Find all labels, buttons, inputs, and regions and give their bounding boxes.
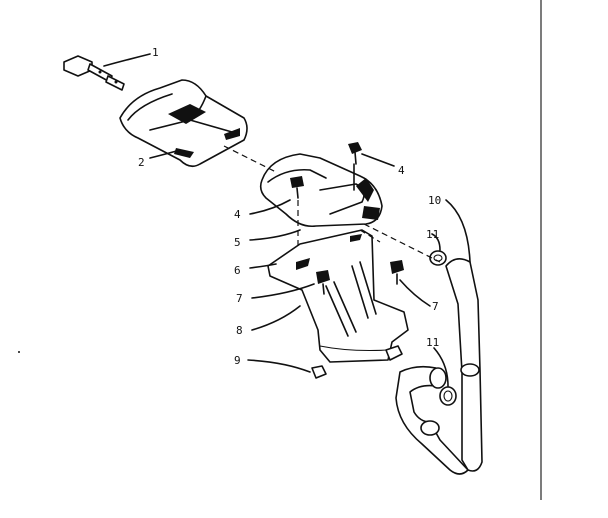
part-9-nut: [311, 365, 327, 379]
leader-lines: [103, 53, 471, 387]
label-part-6: 6: [234, 264, 241, 277]
part-11-clamp-upper: [429, 250, 447, 266]
label-part-7-right: 7: [432, 300, 439, 313]
filter-head: [259, 153, 383, 228]
screw-4-lower: [290, 176, 304, 199]
assembly-line-head: [363, 223, 441, 263]
part-6-bracket: [267, 229, 409, 363]
label-part-11-lower: 11: [426, 336, 439, 349]
part-11-clamp-lower: [439, 386, 457, 406]
label-part-4-upper: 4: [398, 164, 405, 177]
label-part-9: 9: [234, 354, 241, 367]
label-part-5: 5: [234, 236, 241, 249]
part-2-filter: [119, 79, 248, 168]
label-part-2: 2: [138, 156, 145, 169]
label-part-4-lower: 4: [234, 208, 241, 221]
label-part-7-left: 7: [236, 292, 243, 305]
assembly-line-plate: [359, 229, 381, 243]
label-part-1: 1: [152, 46, 159, 59]
stray-mark: [18, 351, 20, 353]
screw-7-right: [390, 260, 404, 285]
label-part-8: 8: [236, 324, 243, 337]
part-1-plug: [63, 55, 125, 91]
label-part-11-upper: 11: [426, 228, 439, 241]
label-part-10: 10: [428, 194, 441, 207]
part-10-hose: [395, 258, 483, 475]
screw-4-upper: [348, 142, 362, 165]
screw-7-left: [316, 270, 330, 295]
